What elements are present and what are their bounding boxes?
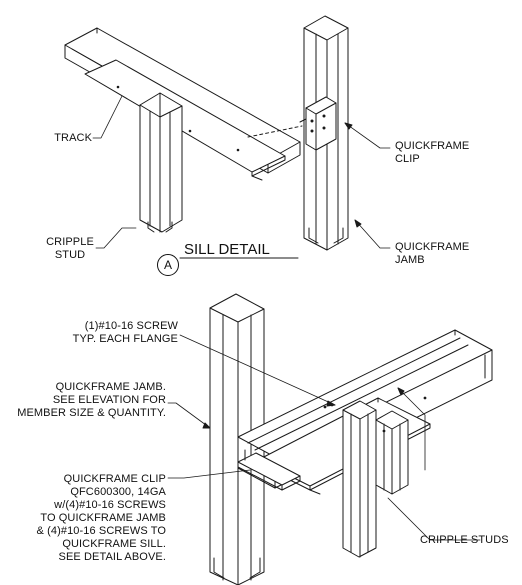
cripple-stud-label-line2: STUD	[54, 249, 86, 261]
sill-detail-title: SILL DETAIL	[184, 241, 270, 258]
jamb-note-line1: QUICKFRAME JAMB.	[55, 381, 166, 393]
track-label: TRACK	[54, 132, 92, 144]
screw-note-line2: TYP. EACH FLANGE	[72, 333, 178, 345]
quickframe-jamb-label-line1: QUICKFRAME	[395, 241, 470, 253]
clip-note-line7: SEE DETAIL ABOVE.	[58, 551, 166, 563]
jamb-note-line2: SEE ELEVATION FOR	[52, 394, 166, 406]
screw-note: (1)#10-16 SCREW TYP. EACH FLANGE	[40, 320, 178, 346]
detail-marker-circle: A	[157, 254, 179, 276]
quickframe-clip-label-line2: CLIP	[395, 153, 420, 165]
cripple-stud-label: CRIPPLE STUD	[44, 236, 96, 262]
quickframe-clip-bottom	[237, 449, 301, 491]
quickframe-clip-label: QUICKFRAME CLIP	[395, 140, 469, 166]
leader-lines-bottom	[167, 334, 481, 541]
clip-note-line5: & (4)#10-16 SCREWS TO	[36, 525, 166, 537]
cripple-studs-label: CRIPPLE STUDS	[420, 534, 509, 546]
clip-note-line6: QUICKFRAME SILL.	[62, 538, 166, 550]
clip-note: QUICKFRAME CLIP QFC600300, 14GA w/(4)#10…	[20, 473, 166, 564]
clip-note-line3: w/(4)#10-16 SCREWS	[54, 499, 166, 511]
clip-note-line4: TO QUICKFRAME JAMB	[40, 512, 166, 524]
quickframe-clip-label-line1: QUICKFRAME	[395, 140, 470, 152]
jamb-note: QUICKFRAME JAMB. SEE ELEVATION FOR MEMBE…	[2, 381, 166, 420]
cripple-stud-member	[139, 92, 183, 233]
clip-note-line1: QUICKFRAME CLIP	[63, 473, 166, 485]
jamb-note-line3: MEMBER SIZE & QUANTITY.	[17, 407, 166, 419]
quickframe-jamb-label-line2: JAMB	[395, 254, 425, 266]
clip-note-line2: QFC600300, 14GA	[70, 486, 166, 498]
cripple-stud-label-line1: CRIPPLE	[46, 236, 94, 248]
quickframe-jamb-label: QUICKFRAME JAMB	[395, 241, 469, 267]
leader-lines-top	[92, 95, 391, 249]
screw-note-line1: (1)#10-16 SCREW	[84, 320, 178, 332]
dashed-assembly-line	[247, 125, 303, 138]
cripple-studs-member	[342, 400, 409, 558]
quickframe-clip-top	[299, 96, 337, 151]
